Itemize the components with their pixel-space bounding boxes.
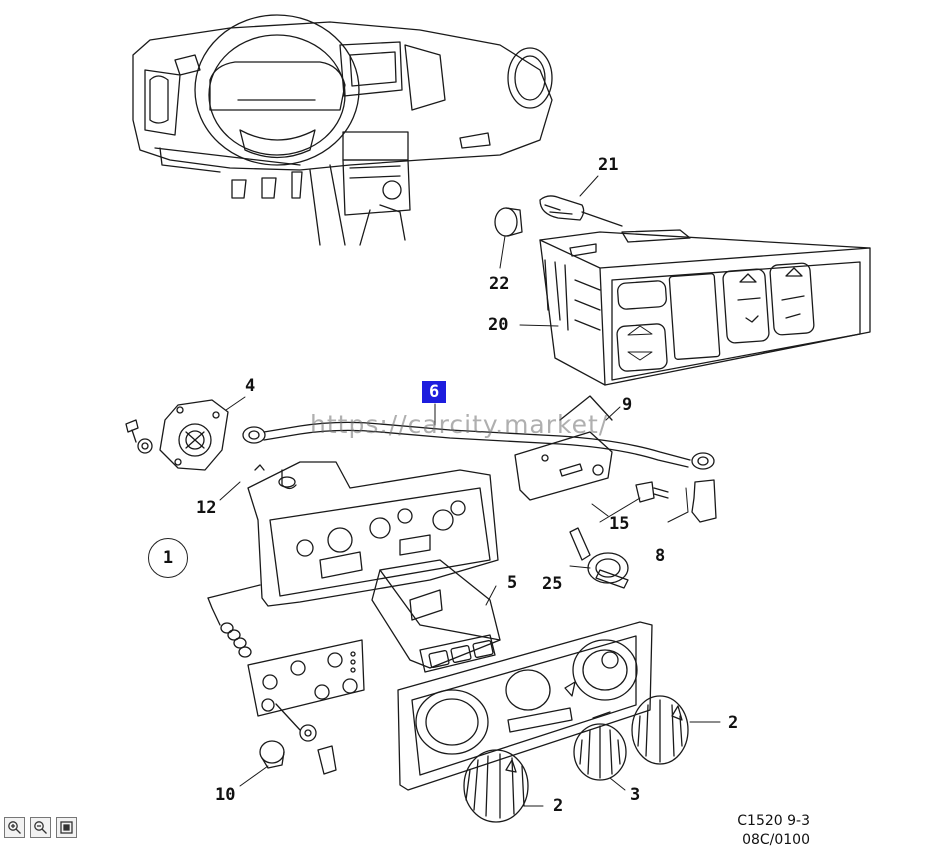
circuit-board <box>247 639 365 717</box>
fit-page-button[interactable] <box>56 817 77 838</box>
knob-2-right <box>631 695 689 765</box>
callout-21: 21 <box>598 155 619 175</box>
bracket <box>514 431 613 501</box>
zoom-out-icon <box>34 821 47 834</box>
callout-4: 4 <box>245 376 256 396</box>
knob-10 <box>259 740 285 769</box>
screw-small <box>125 419 153 454</box>
watermark: https://carcity.market/ <box>310 410 609 439</box>
fit-page-icon <box>60 821 73 834</box>
screw-10b <box>299 724 337 775</box>
callout-1-circled: 1 <box>148 538 188 578</box>
shaft-25 <box>569 527 629 589</box>
callout-9: 9 <box>622 395 633 415</box>
bulb-holder-22 <box>494 207 523 237</box>
callout-2-right: 2 <box>728 713 739 733</box>
knob-3 <box>573 723 627 781</box>
knob-2-left <box>463 749 529 823</box>
motor-4 <box>159 399 229 471</box>
cable-9 <box>242 395 715 470</box>
callout-6-highlighted[interactable]: 6 <box>422 381 447 403</box>
callout-20: 20 <box>488 315 509 335</box>
climate-control-panel-20 <box>539 229 871 386</box>
callout-1-text: 1 <box>162 548 174 568</box>
zoom-toolbar <box>4 817 77 838</box>
switch-5 <box>371 559 501 673</box>
callout-25: 25 <box>542 574 563 594</box>
callout-8: 8 <box>655 546 666 566</box>
dashboard-overview <box>132 14 553 246</box>
reference-line-2: 08C/0100 <box>742 832 810 848</box>
zoom-in-button[interactable] <box>4 817 25 838</box>
leader-spring <box>207 597 221 626</box>
leader-screw <box>275 703 301 731</box>
callout-2-left: 2 <box>553 796 564 816</box>
screw-15 <box>635 481 669 503</box>
callout-22: 22 <box>489 274 510 294</box>
reference-line-1: C1520 9-3 <box>737 813 810 829</box>
callout-3: 3 <box>630 785 641 805</box>
clip-8 <box>691 479 717 523</box>
control-housing <box>247 461 499 607</box>
zoom-in-icon <box>8 821 21 834</box>
callout-15: 15 <box>609 514 630 534</box>
zoom-out-button[interactable] <box>30 817 51 838</box>
leader-lines <box>219 175 721 807</box>
front-panel <box>397 621 653 791</box>
callout-12: 12 <box>196 498 217 518</box>
callout-10: 10 <box>215 785 236 805</box>
callout-5: 5 <box>507 573 518 593</box>
springs <box>220 622 252 658</box>
bulb-21 <box>539 195 623 227</box>
leader-spring-b <box>207 584 261 599</box>
